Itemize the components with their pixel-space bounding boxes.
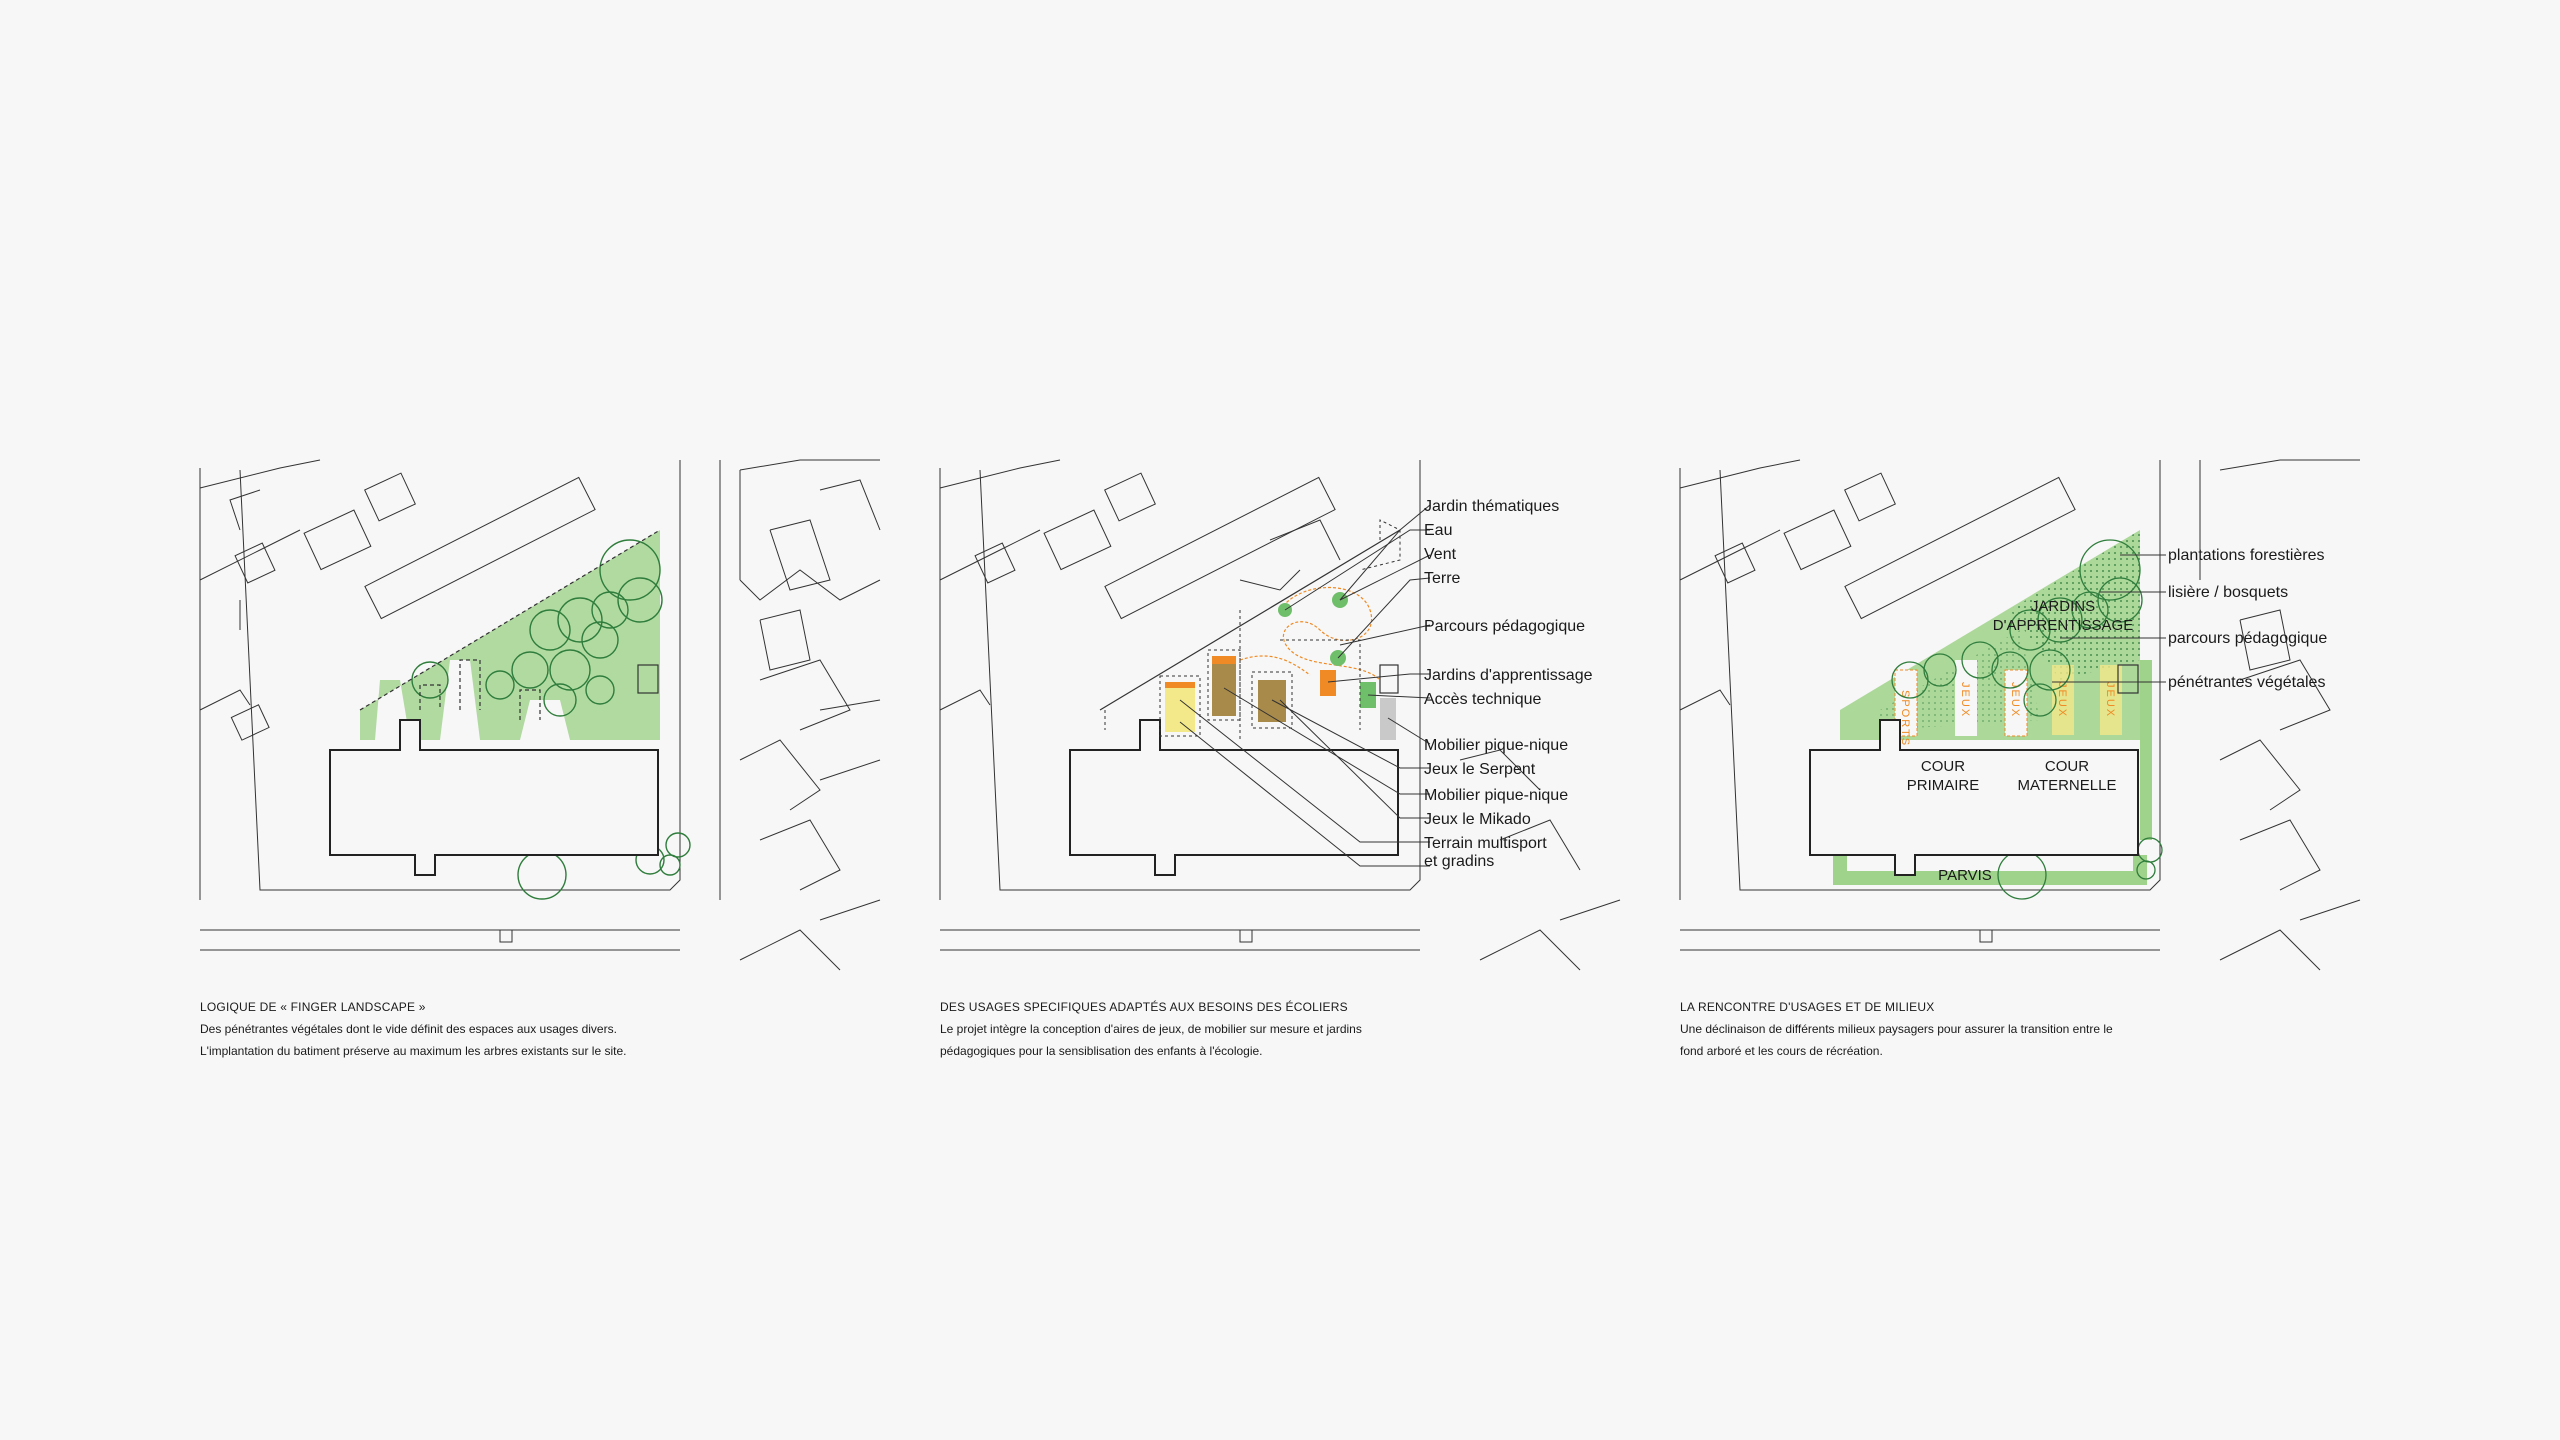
diagonal-school-edge: [1099, 529, 1401, 711]
caption-3-title: LA RENCONTRE D'USAGES ET DE MILIEUX: [1680, 1000, 1935, 1014]
caption-2-line-2: pédagogiques pour la sensiblisation des …: [940, 1044, 1263, 1058]
context-buildings: [1679, 459, 2361, 971]
school-building: [1069, 719, 1399, 876]
play-structures: [1165, 656, 1286, 732]
annotation-labels: Jardin thématiques Eau Vent Terre Parcou…: [1424, 498, 1593, 870]
label-terrain-multisport: Terrain multisport: [1424, 835, 1547, 852]
caption-3: LA RENCONTRE D'USAGES ET DE MILIEUX Une …: [1680, 996, 2240, 1062]
school-building: [1809, 719, 2139, 876]
label-eau: Eau: [1424, 522, 1452, 539]
school-building: [329, 719, 659, 876]
label-vent: Vent: [1424, 546, 1457, 563]
label-apprentissage: D'APPRENTISSAGE: [1993, 617, 2133, 634]
label-parcours-pedagogique: Parcours pédagogique: [1424, 618, 1585, 635]
context-buildings: [199, 459, 881, 971]
label-cour-maternelle-1: COUR: [2045, 758, 2089, 775]
label-mobilier-pique-nique-1: Mobilier pique-nique: [1424, 737, 1568, 754]
green-penetrations: [360, 530, 660, 740]
plan-3-svg: SPORTS JEUX JEUX JEUX JEUX JARDINS D'APP…: [1679, 459, 2361, 971]
caption-2-line-1: Le projet intègre la conception d'aires …: [940, 1022, 1362, 1036]
context-buildings: [939, 459, 1621, 971]
site-plan-finger-landscape: [199, 459, 881, 980]
plan-1-svg: [199, 459, 881, 971]
site-plan-usages: Jardin thématiques Eau Vent Terre Parcou…: [939, 459, 1621, 980]
site-plan-milieux: SPORTS JEUX JEUX JEUX JEUX JARDINS D'APP…: [1679, 459, 2361, 980]
strip-jeux-1: JEUX: [1959, 682, 1971, 718]
label-acces-technique: Accès technique: [1424, 691, 1542, 708]
caption-1-title: LOGIQUE DE « FINGER LANDSCAPE »: [200, 1000, 426, 1014]
leader-lines: [2052, 554, 2166, 683]
caption-3-line-2: fond arboré et les cours de récréation.: [1680, 1044, 1883, 1058]
label-penetrantes-vegetales: pénétrantes végétales: [2168, 674, 2325, 691]
strip-jeux-4: JEUX: [2104, 682, 2116, 718]
zone-labels: JARDINS D'APPRENTISSAGE COUR PRIMAIRE CO…: [1907, 598, 2133, 884]
strip-sports: SPORTS: [1899, 690, 1911, 747]
tree-small-box: [2117, 664, 2139, 694]
label-cour-primaire-2: PRIMAIRE: [1907, 777, 1980, 794]
strip-jeux-3: JEUX: [2056, 682, 2068, 718]
tree-small-box: [637, 664, 659, 694]
label-mobilier-pique-nique-2: Mobilier pique-nique: [1424, 787, 1568, 804]
annotation-labels: plantations forestières lisière / bosque…: [2168, 547, 2327, 691]
label-jeux-serpent: Jeux le Serpent: [1424, 761, 1536, 778]
label-jeux-mikado: Jeux le Mikado: [1424, 811, 1531, 828]
existing-trees: [411, 539, 691, 900]
dashed-edges: [359, 529, 661, 720]
caption-1-line-1: Des pénétrantes végétales dont le vide d…: [200, 1022, 617, 1036]
label-terre: Terre: [1424, 570, 1461, 587]
leader-lines: [1179, 504, 1431, 867]
strip-jeux-2: JEUX: [2009, 682, 2021, 718]
caption-2: DES USAGES SPECIFIQUES ADAPTÉS AUX BESOI…: [940, 996, 1500, 1062]
label-gradins: et gradins: [1424, 853, 1494, 870]
caption-2-title: DES USAGES SPECIFIQUES ADAPTÉS AUX BESOI…: [940, 1000, 1348, 1014]
label-parcours-pedagogique: parcours pédagogique: [2168, 630, 2327, 647]
label-jardin-thematiques: Jardin thématiques: [1424, 498, 1559, 515]
dashed-zones: [1104, 519, 1401, 740]
label-lisiere-bosquets: lisière / bosquets: [2168, 584, 2288, 601]
plan-2-svg: Jardin thématiques Eau Vent Terre Parcou…: [939, 459, 1621, 971]
trees: [1891, 539, 2163, 900]
label-parvis: PARVIS: [1938, 867, 1992, 884]
caption-3-line-1: Une déclinaison de différents milieux pa…: [1680, 1022, 2113, 1036]
label-cour-maternelle-2: MATERNELLE: [2018, 777, 2117, 794]
caption-1: LOGIQUE DE « FINGER LANDSCAPE » Des péné…: [200, 996, 760, 1062]
caption-1-line-2: L'implantation du batiment préserve au m…: [200, 1044, 627, 1058]
label-cour-primaire-1: COUR: [1921, 758, 1965, 775]
label-plantations-forestieres: plantations forestières: [2168, 547, 2325, 564]
label-jardins-apprentissage: Jardins d'apprentissage: [1424, 667, 1593, 684]
label-jardins: JARDINS: [2031, 598, 2095, 615]
pedagogic-path: [1239, 586, 1381, 681]
garden-elements: [1278, 592, 1399, 740]
